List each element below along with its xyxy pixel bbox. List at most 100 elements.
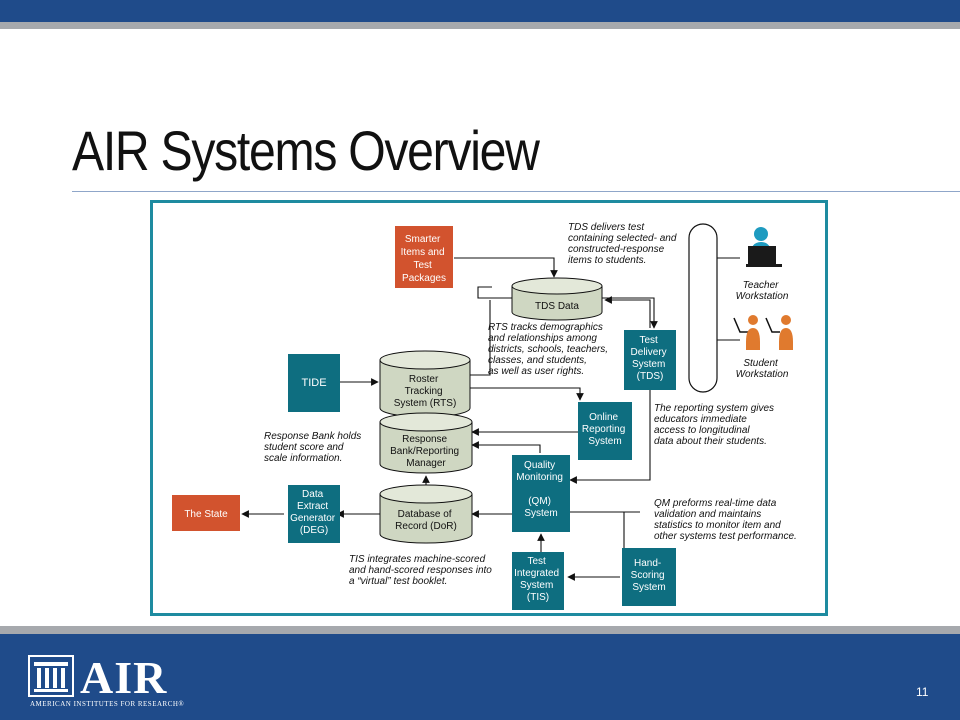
note-line: TDS delivers test (568, 222, 645, 233)
hand-scoring-line: Scoring (631, 570, 665, 581)
svg-text:Database of Record (DoR): Database of Record (DoR) (395, 509, 457, 532)
note-tds-delivers: TDS delivers test containing selected- a… (568, 222, 679, 266)
qm-line: (QM) (528, 496, 551, 507)
note-line: student score and (264, 442, 344, 453)
note-tis: TIS integrates machine-scored and hand-s… (349, 554, 492, 587)
note-line: scale information. (264, 453, 342, 464)
svg-text:Online Reporting S: Online Reporting System (582, 412, 628, 447)
teacher-workstation-label: Teacher Workstation (736, 280, 789, 302)
note-line: items to students. (568, 255, 646, 266)
top-bar (0, 0, 960, 22)
note-line: constructed-response (568, 244, 665, 255)
note-line: QM preforms real-time data (654, 498, 777, 509)
response-bank-line: Bank/Reporting (390, 446, 459, 457)
air-logo-tagline: AMERICAN INSTITUTES FOR RESEARCH® (30, 700, 185, 708)
smarter-items-node: Smarter Items and Test Packages (395, 226, 453, 288)
diagram-edges (241, 257, 658, 581)
svg-text:Smarter Items and: Smarter Items and Test Packages (401, 234, 448, 284)
svg-text:Test Integrated Sy: Test Integrated System (TIS) (514, 556, 562, 603)
note-line: access to longitudinal (654, 425, 750, 436)
dor-line: Record (DoR) (395, 521, 457, 532)
note-response-bank: Response Bank holds student score and sc… (264, 431, 364, 464)
response-bank-node: Response Bank/Reporting Manager (379, 412, 473, 474)
note-line: classes, and students, (488, 355, 587, 366)
teacher-line: Teacher (743, 280, 779, 291)
the-state-label: The State (184, 509, 228, 520)
page-number: 11 (916, 685, 929, 699)
note-line: validation and maintains (654, 509, 761, 520)
svg-text:The reporting system gives: The reporting system gives educators imm… (654, 403, 777, 447)
note-line: TIS integrates machine-scored (349, 554, 486, 565)
deg-line: (DEG) (300, 525, 328, 536)
svg-text:Response Bank/Reporting: Response Bank/Reporting Manager (390, 434, 462, 469)
online-reporting-node: Online Reporting System (578, 402, 632, 460)
qm-node: Quality Monitoring (QM) System (512, 455, 570, 532)
svg-text:Teacher Workstation: Teacher Workstation (736, 280, 789, 302)
note-line: containing selected- and (568, 233, 677, 244)
title-divider (72, 191, 960, 192)
tds-line: Test (639, 335, 658, 346)
note-line: as well as user rights. (488, 366, 584, 377)
note-rts-tracks: RTS tracks demographics and relationship… (488, 322, 611, 377)
hand-scoring-node: Hand- Scoring System (622, 548, 676, 606)
dor-node: Database of Record (DoR) (379, 484, 473, 544)
note-line: The reporting system gives (654, 403, 774, 414)
tds-data-node: TDS Data (511, 277, 603, 321)
bottom-bar-stripe (0, 626, 960, 634)
rts-line: Tracking (405, 386, 443, 397)
systems-diagram: Smarter Items and Test Packages TDS Data… (150, 200, 828, 616)
note-line: statistics to monitor item and (654, 520, 781, 531)
deg-node: Data Extract Generator (DEG) (288, 485, 340, 543)
svg-text:TDS delivers test contai: TDS delivers test containing selected- a… (568, 222, 679, 266)
rts-line: Roster (409, 374, 439, 385)
tds-node: Test Delivery System (TDS) (624, 330, 676, 390)
svg-text:Hand- Scoring Syst: Hand- Scoring System (631, 558, 668, 593)
workstation-rail (688, 223, 740, 393)
svg-text:RTS tracks demographics: RTS tracks demographics and relationship… (488, 322, 611, 377)
slide-title: AIR Systems Overview (72, 119, 540, 182)
note-reporting: The reporting system gives educators imm… (654, 403, 777, 447)
qm-line: System (524, 508, 557, 519)
deg-line: Generator (290, 513, 336, 524)
note-qm: QM preforms real-time data validation an… (654, 498, 797, 542)
tis-line: Test (527, 556, 546, 567)
tis-line: Integrated (514, 568, 559, 579)
air-logo-icon (28, 655, 74, 697)
air-logo-text: AIR (80, 652, 168, 703)
the-state-node: The State (172, 495, 240, 531)
teacher-workstation-icon (746, 227, 782, 267)
tis-line: System (520, 580, 553, 591)
note-line: districts, schools, teachers, (488, 344, 608, 355)
student-line: Workstation (736, 369, 789, 380)
online-reporting-line: System (588, 436, 621, 447)
smarter-items-line: Items and (401, 247, 445, 258)
rts-node: Roster Tracking System (RTS) (379, 350, 471, 418)
note-line: and hand-scored responses into (349, 565, 492, 576)
smarter-items-line: Smarter (405, 234, 441, 245)
smarter-items-line: Packages (402, 273, 446, 284)
note-line: and relationships among (488, 333, 597, 344)
deg-line: Extract (297, 501, 328, 512)
note-line: a “virtual” test booklet. (349, 576, 447, 587)
note-line: educators immediate (654, 414, 747, 425)
svg-text:Quality Monitoring: Quality Monitoring (QM) System (516, 460, 565, 519)
tide-label: TIDE (301, 377, 326, 389)
svg-text:Test Delivery Syst: Test Delivery System (TDS) (631, 335, 670, 382)
qm-line: Quality (524, 460, 555, 471)
svg-text:QM preforms real-time data: QM preforms real-time data validation an… (654, 498, 797, 542)
tis-line: (TIS) (527, 592, 549, 603)
student-workstation-icon (733, 315, 793, 350)
response-bank-line: Response (402, 434, 447, 445)
rts-line: System (RTS) (394, 398, 457, 409)
hand-scoring-line: System (632, 582, 665, 593)
teacher-line: Workstation (736, 291, 789, 302)
note-line: other systems test performance. (654, 531, 797, 542)
note-line: Response Bank holds (264, 431, 361, 442)
footer-bar (0, 634, 960, 720)
svg-text:Response Bank holds stud: Response Bank holds student score and sc… (264, 431, 364, 464)
deg-line: Data (302, 489, 324, 500)
dor-line: Database of (398, 509, 452, 520)
online-reporting-line: Online (589, 412, 618, 423)
top-bar-stripe (0, 22, 960, 29)
tis-node: Test Integrated System (TIS) (512, 552, 564, 610)
